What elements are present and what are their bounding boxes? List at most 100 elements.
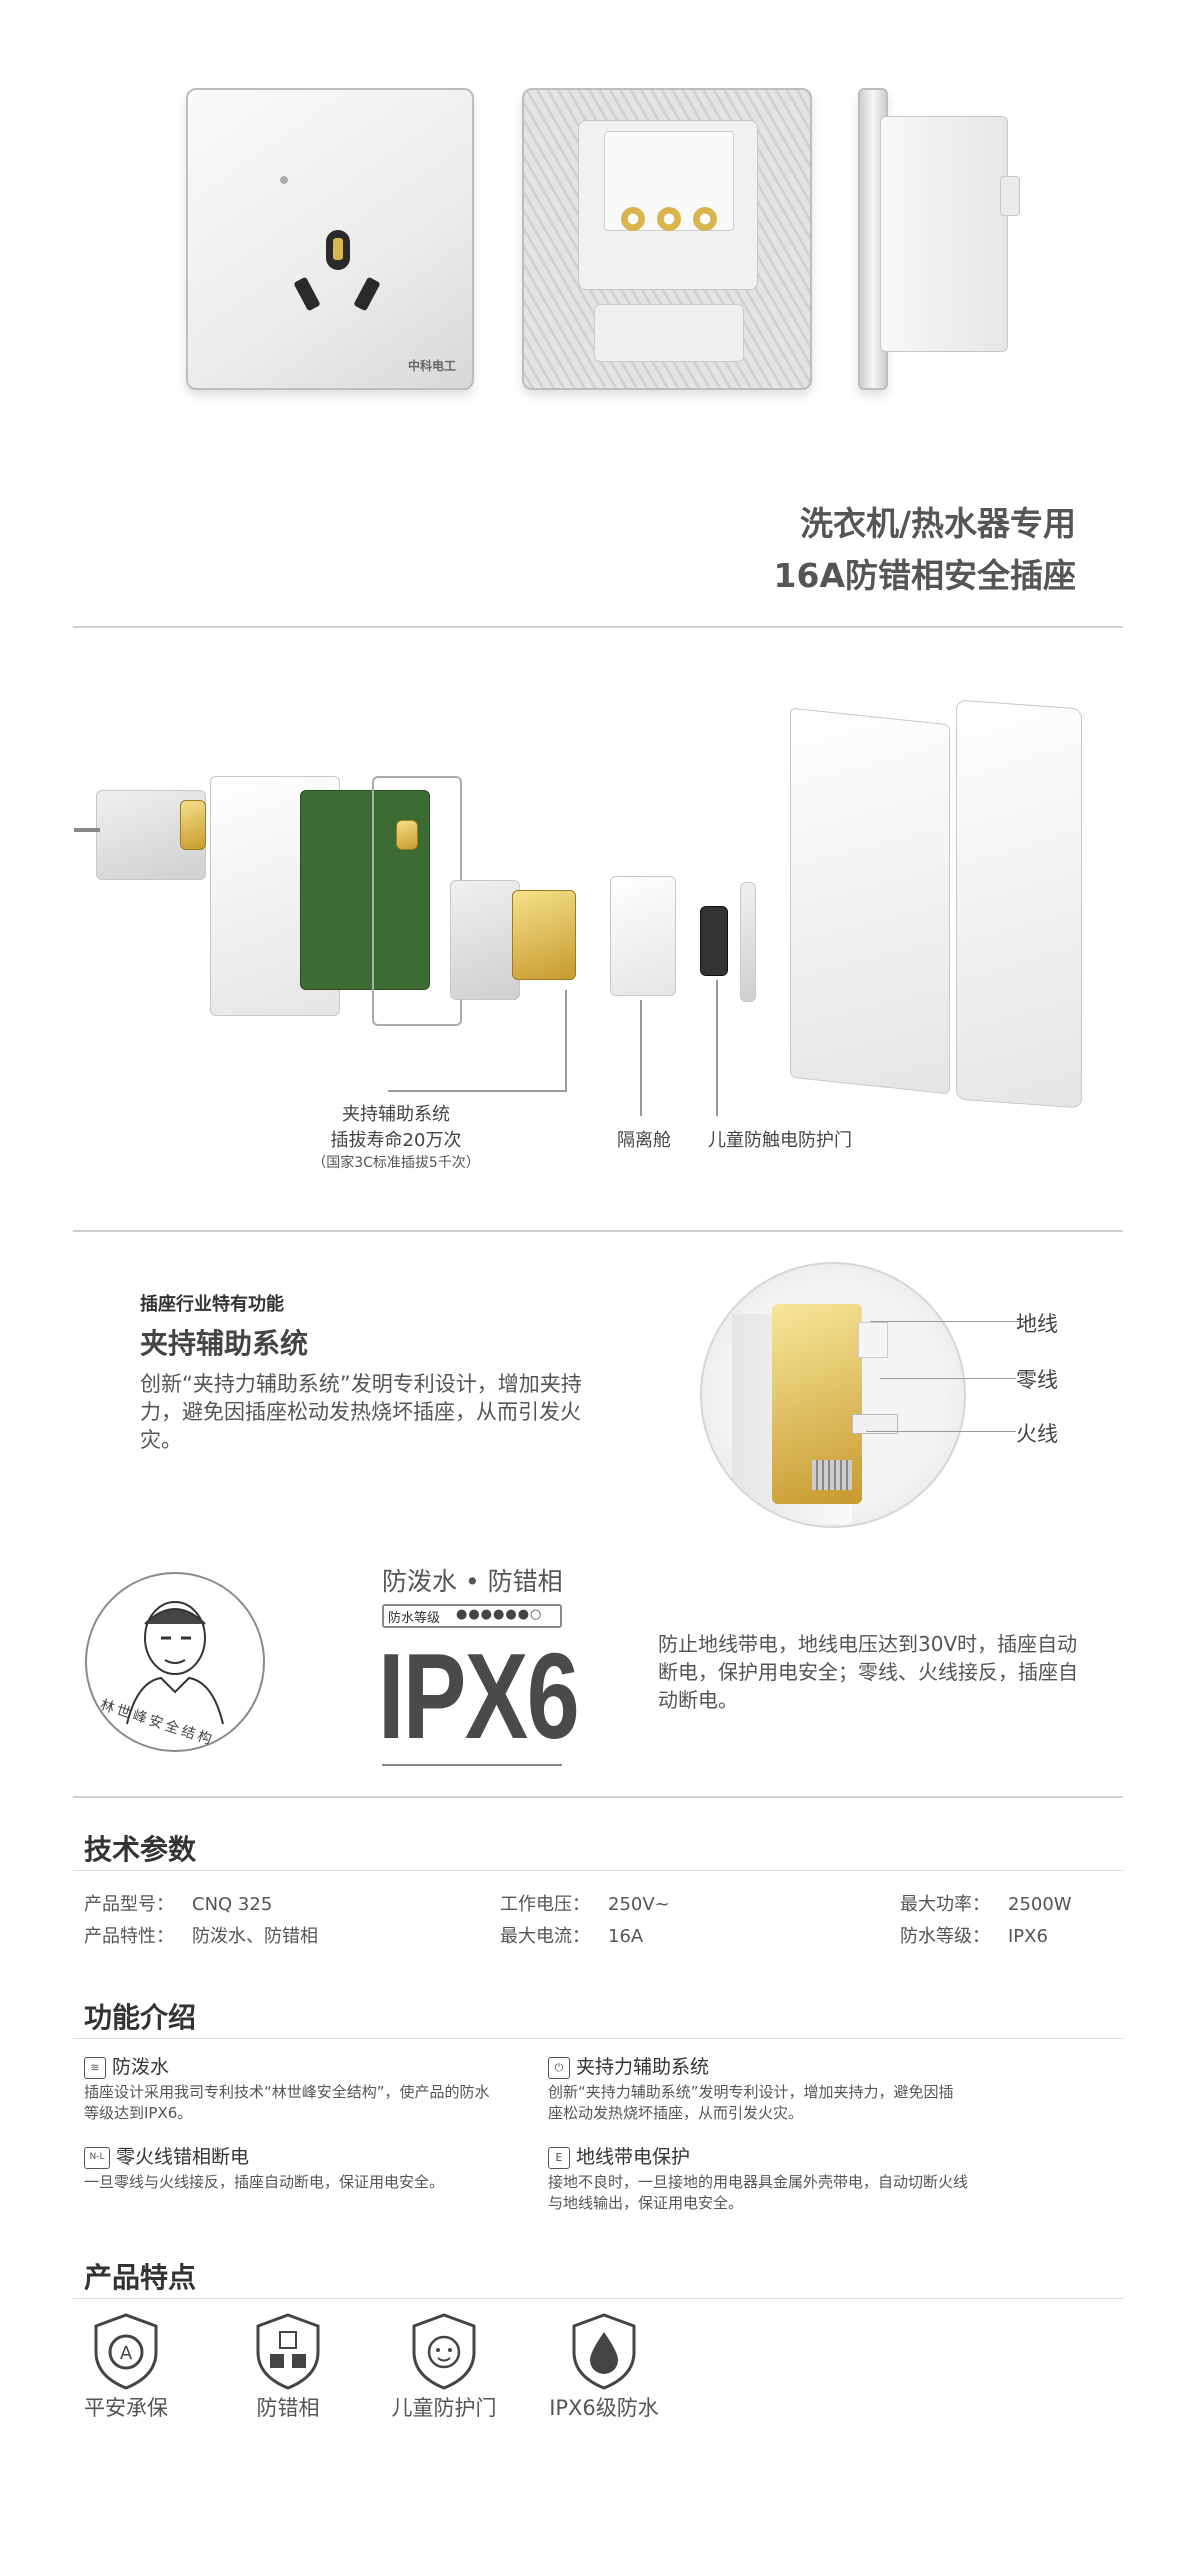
terminal-screw: [621, 207, 645, 231]
ipx-underline: [382, 1764, 562, 1766]
specs-title: 技术参数: [84, 1833, 197, 1866]
function-desc: 一旦零线与火线接反，插座自动断电，保证用电安全。: [84, 2173, 445, 2191]
divider: [73, 1796, 1123, 1798]
wire-label-earth: 地线: [1016, 1312, 1058, 1336]
label-clamp-system: 夹持辅助系统: [342, 1104, 450, 1125]
water-drop-shield-icon: [572, 2313, 636, 2390]
spec-value: 250V~: [608, 1894, 670, 1915]
function-desc: 创新“夹持力辅助系统”发明专利设计，增加夹持力，避免因插座松动发热烧坏插座，从而…: [548, 2083, 954, 2122]
wire-label-live: 火线: [1016, 1422, 1058, 1446]
terminal-screw: [657, 207, 681, 231]
spec-current: 最大电流：16A: [500, 1922, 643, 1948]
label-isolation-chamber: 隔离舱: [617, 1130, 671, 1151]
socket-side-knob: [1000, 176, 1020, 216]
divider: [73, 1230, 1123, 1232]
function-title: 地线带电保护: [576, 2146, 691, 2168]
svg-text:A: A: [120, 2343, 133, 2364]
label-plug-life-note: （国家3C标准插拔5千次）: [312, 1155, 480, 1171]
water-rating-bar: 防水等级 ●●●●●●○: [382, 1604, 562, 1628]
function-earth: E 地线带电保护: [548, 2142, 690, 2169]
founder-sketch-icon: [126, 1601, 224, 1725]
spec-value: 防泼水、防错相: [192, 1926, 318, 1947]
part-front-panel: [956, 699, 1082, 1109]
feature-label: 防错相: [256, 2396, 320, 2420]
spec-waterproof: 防水等级： IPX6: [900, 1922, 1048, 1948]
ipx6-mark: IPX6: [378, 1628, 580, 1764]
zoom-live-terminal: [852, 1414, 898, 1434]
spec-feature: 产品特性： 防泼水、防错相: [84, 1922, 318, 1948]
ipx-description: 防止地线带电，地线电压达到30V时，插座自动断电，保护用电安全；零线、火线接反，…: [658, 1632, 1078, 1712]
spec-key: 工作电压：: [500, 1894, 590, 1915]
ipx-heading: 防泼水 • 防错相: [382, 1567, 563, 1596]
spec-value: 2500W: [1008, 1894, 1072, 1915]
spec-model: 产品型号： CNQ 325: [84, 1890, 272, 1916]
brand-mark: 中科电工: [407, 359, 456, 373]
leader-line: [640, 1000, 642, 1116]
function-title: 防泼水: [112, 2056, 170, 2078]
socket-front-photo: 中科电工: [186, 88, 474, 390]
divider: [73, 626, 1123, 628]
divider: [73, 2038, 1123, 2039]
leader-line: [870, 1321, 1020, 1322]
power-icon: ⏻: [548, 2056, 570, 2079]
part-fuse: [396, 820, 418, 850]
indicator-led: [280, 176, 288, 184]
function-title: 零火线错相断电: [116, 2146, 250, 2168]
part-connector-block: [450, 880, 520, 1000]
clamp-kicker: 插座行业特有功能: [140, 1294, 284, 1315]
function-clamp: ⏻ 夹持力辅助系统: [548, 2052, 709, 2079]
part-child-door-plate: [740, 882, 756, 1002]
headline-line-1: 洗衣机/热水器专用: [799, 504, 1076, 543]
insurance-shield-icon: A: [94, 2313, 158, 2390]
earth-icon: E: [548, 2146, 570, 2169]
part-brass-contact: [180, 800, 206, 850]
spec-voltage: 工作电压： 250V~: [500, 1890, 670, 1916]
child-shield-icon: [412, 2313, 476, 2390]
feature-label: 儿童防护门: [391, 2396, 497, 2420]
spec-key: 最大功率：: [900, 1894, 990, 1915]
headline-line-2: 16A防错相安全插座: [773, 556, 1076, 595]
part-clamp-assist: [512, 890, 576, 980]
leader-line: [565, 990, 567, 1090]
zoom-spring: [812, 1460, 852, 1490]
function-title: 夹持力辅助系统: [576, 2056, 710, 2078]
spec-power: 最大功率： 2500W: [900, 1890, 1072, 1916]
leader-line: [716, 980, 718, 1116]
clamp-description: 创新“夹持力辅助系统”发明专利设计，增加夹持力，避免因插座松动发热烧坏插座，从而…: [140, 1372, 582, 1452]
spec-key: 防水等级：: [900, 1926, 990, 1947]
headline: 洗衣机/热水器专用 16A防错相安全插座: [774, 498, 1076, 602]
feature-label: IPX6级防水: [549, 2396, 659, 2420]
founder-portrait: [85, 1572, 265, 1752]
leader-line: [866, 1431, 1016, 1432]
clamp-zoom-photo: [700, 1262, 966, 1528]
functions-title: 功能介绍: [84, 2001, 197, 2034]
label-child-door: 儿童防触电防护门: [708, 1130, 852, 1151]
part-screw-pin: [74, 828, 100, 832]
feature-label: 平安承保: [84, 2396, 168, 2420]
function-splashproof: ≋ 防泼水: [84, 2052, 169, 2079]
divider: [73, 2298, 1123, 2299]
spec-value: IPX6: [1008, 1926, 1048, 1947]
part-frame: [372, 776, 462, 1026]
socket-side-body: [880, 116, 1008, 352]
phase-shield-icon: [256, 2313, 320, 2390]
neutral-slot: [353, 276, 381, 312]
terminal-screw: [693, 207, 717, 231]
neutral-live-icon: N-L: [84, 2146, 110, 2169]
splash-icon: ≋: [84, 2056, 106, 2079]
divider: [73, 1870, 1123, 1871]
part-back-frame: [790, 707, 950, 1095]
spec-value: 16A: [608, 1926, 644, 1947]
spec-value: CNQ 325: [192, 1894, 273, 1915]
spec-key: 产品型号：: [84, 1894, 174, 1915]
features-title: 产品特点: [84, 2261, 197, 2294]
spec-key: 产品特性：: [84, 1926, 174, 1947]
clamp-title: 夹持辅助系统: [140, 1327, 309, 1360]
wire-label-neutral: 零线: [1016, 1368, 1058, 1392]
water-rating-label: 防水等级: [388, 1611, 441, 1626]
function-desc: 接地不良时，一旦接地的用电器具金属外壳带电，自动切断火线与地线输出，保证用电安全…: [548, 2173, 969, 2212]
function-desc: 插座设计采用我司专利技术“林世峰安全结构”，使产品的防水等级达到IPX6。: [84, 2083, 490, 2122]
leader-line: [388, 1090, 567, 1092]
water-drop-icons: ●●●●●●○: [456, 1607, 543, 1622]
live-slot: [293, 276, 321, 312]
